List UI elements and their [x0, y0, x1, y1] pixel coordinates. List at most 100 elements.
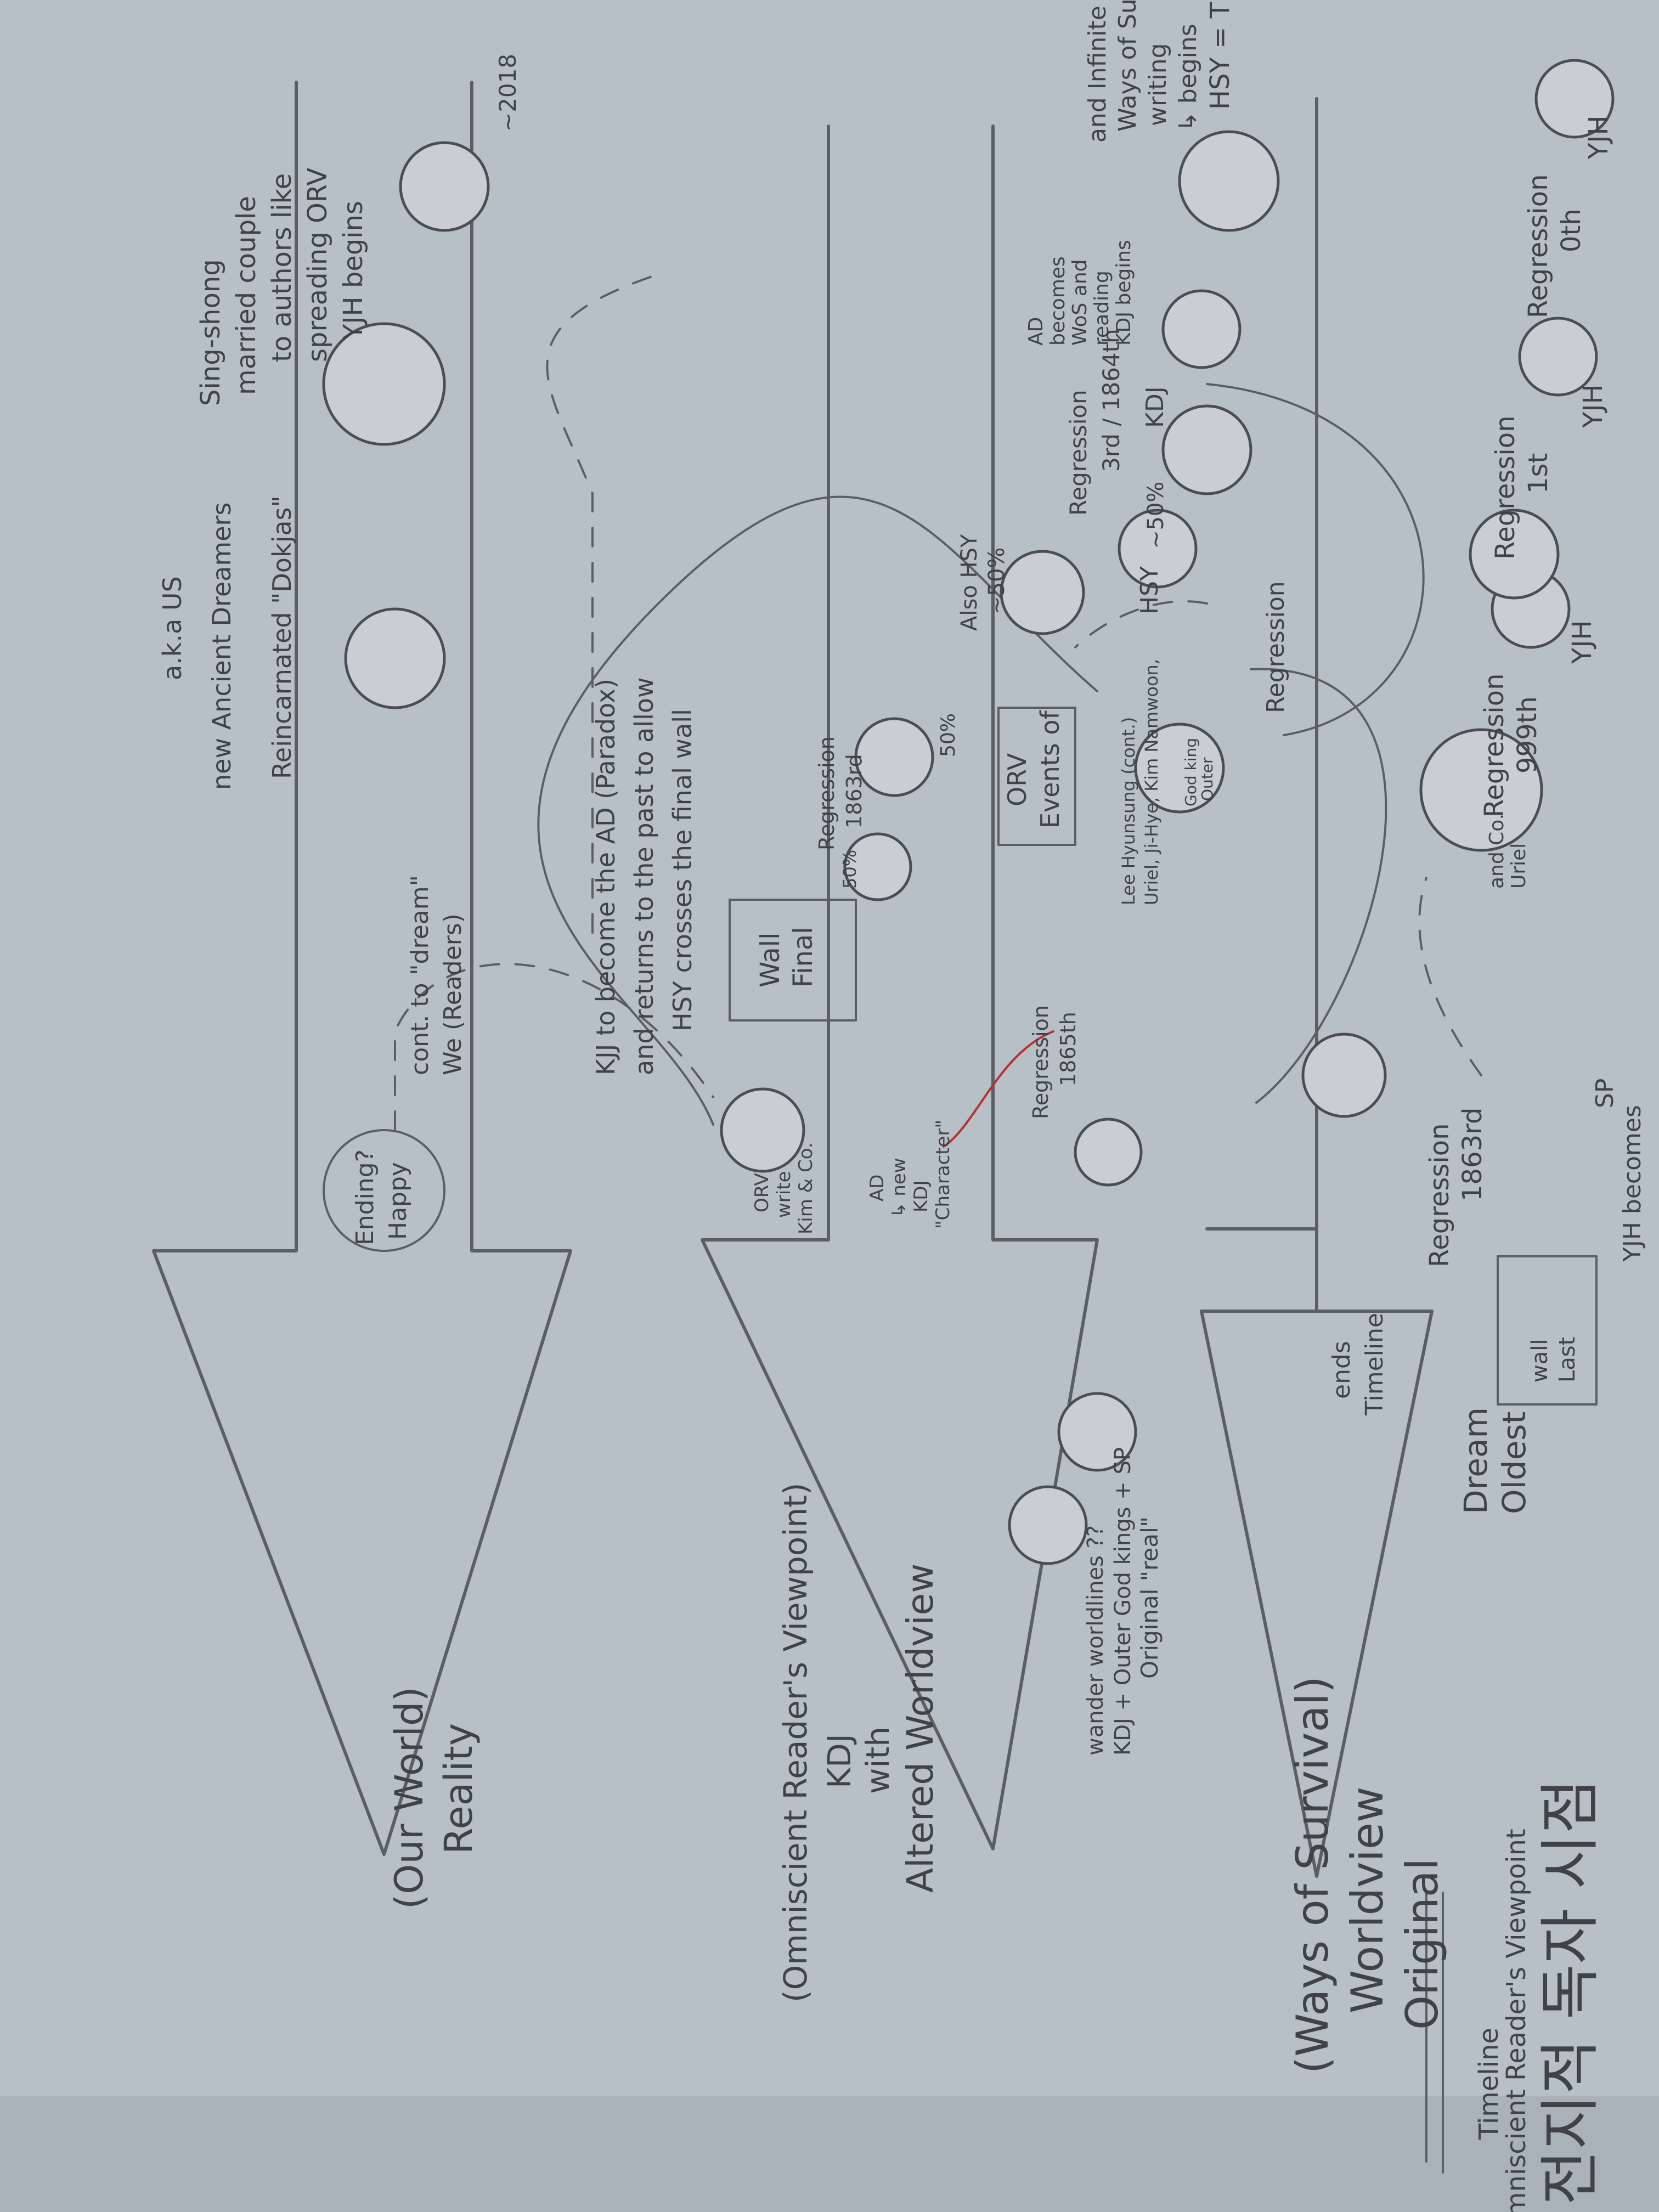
final-wall-box — [729, 899, 857, 1022]
lbl-reinc-2: a.k.a US — [157, 576, 187, 680]
wv-altered-3: (Omniscient Reader's Viewpoint) — [777, 1482, 814, 2002]
lbl-kimco-0: Kim & Co. — [795, 1142, 817, 1234]
title-english: Omniscient Reader's Viewpoint — [1501, 1829, 1532, 2212]
lbl-reg0-1: Regression — [1523, 174, 1554, 318]
lbl-lastwall-0: Last — [1555, 1337, 1580, 1383]
wv-original-1: Worldview — [1342, 1787, 1393, 2013]
lbl-reg1865-1: Regression — [1029, 1005, 1053, 1119]
face-reincarnated-2 — [344, 607, 446, 709]
reality-timeline-arrow — [152, 81, 572, 1856]
lbl-hsy-crosses-1: and returns to the past to allow — [629, 677, 659, 1075]
lbl-reg1863b-0: 1863rd — [842, 754, 866, 828]
lbl-hsy-begins-0: ↳ begins — [1174, 24, 1202, 132]
lbl-yjh-sp-0: YJH becomes — [1618, 1105, 1646, 1262]
lbl-tl-ends-1: ends — [1328, 1341, 1356, 1399]
lbl-yjh999: YJH — [1567, 620, 1598, 664]
lbl-lastwall-1: wall — [1527, 1339, 1553, 1383]
altered-timeline-arrow — [701, 125, 1099, 1850]
lbl-reg3rd-0: 3rd / 1864th — [1098, 329, 1125, 472]
lbl-events-1: ORV — [1002, 753, 1032, 806]
lbl-reg0-0: 0th — [1556, 208, 1587, 252]
paradox-dashed — [546, 273, 659, 934]
wv-altered-0: Altered Worldview — [899, 1564, 941, 1893]
red-arrow — [943, 1030, 1054, 1148]
title-subtitle: Timeline — [1474, 2028, 1504, 2140]
wv-oldest-0: Oldest — [1496, 1412, 1533, 1514]
lbl-we-1: cont. to "dream" — [406, 875, 434, 1075]
lbl-pct50: 50% — [937, 713, 960, 757]
dashed-to-uriel — [1418, 877, 1482, 1076]
lbl-finalwall-0: Final — [788, 927, 819, 988]
lbl-yjh0: YJH — [1583, 115, 1614, 160]
wv-altered-2: KDJ — [821, 1734, 858, 1788]
lbl-hsy-tls: HSY = TLS123 — [1205, 0, 1235, 110]
lbl-kimco-2: ORV — [751, 1173, 773, 1212]
lbl-reg1-1: Regression — [1490, 415, 1521, 560]
face-kdj-1865 — [1074, 1118, 1143, 1187]
lbl-reg3rd-1: Regression — [1065, 390, 1092, 516]
lbl-kdj-begins-0: KDJ begins — [1113, 240, 1135, 346]
loop-arrow-mid — [1206, 383, 1425, 736]
lbl-kimco-1: write — [773, 1171, 795, 1218]
lbl-reg1863b-1: Regression — [815, 736, 839, 850]
face-uriel — [1419, 728, 1543, 852]
lbl-regression: Regression — [1262, 581, 1290, 713]
lbl-happy-1: Ending? — [351, 1149, 379, 1245]
loop-arrow-left — [1250, 668, 1387, 1104]
lbl-spread-2: to authors like — [267, 173, 297, 362]
face-hsy-50 — [1000, 550, 1085, 635]
lbl-hsy-crosses-0: HSY crosses the final wall — [668, 709, 697, 1031]
lbl-kdj-begins-2: WoS and — [1069, 259, 1091, 346]
hsy-crossing-arrow — [537, 495, 1098, 1126]
face-1863-a — [854, 717, 934, 797]
lbl-reg1863-0: 1863rd — [1457, 1107, 1488, 1201]
lbl-uriel-0: Uriel — [1508, 843, 1530, 889]
lbl-kdj: KDJ — [1141, 386, 1169, 428]
wv-reality-1: (Our World) — [387, 1686, 432, 1909]
face-1863-b — [843, 832, 912, 901]
lbl-orig-real-0: Original "real" — [1136, 1516, 1163, 1679]
lbl-char-kdj-1: KDJ — [910, 1180, 932, 1212]
lbl-spread-1: spreading ORV — [302, 167, 333, 362]
face-hsy-top — [1469, 509, 1560, 600]
lbl-kdj-begins-1: reading — [1091, 270, 1113, 346]
lbl-reinc-0: Reincarnated "Dokjas" — [267, 495, 297, 779]
happy-dashed — [394, 963, 714, 1131]
wv-oldest-1: Dream — [1457, 1407, 1494, 1514]
lbl-uriel-list-1: Lee Hyunsung (cont.) — [1118, 717, 1139, 905]
paper-shadow — [0, 2096, 1659, 2212]
lbl-kdj-begins-4: AD — [1025, 317, 1047, 346]
face-kdj-begins — [1161, 289, 1242, 369]
lbl-yjh-sp-1: SP — [1591, 1079, 1619, 1108]
lbl-reg1863-1: Regression — [1424, 1123, 1455, 1267]
lbl-we-0: We (Readers) — [439, 913, 467, 1075]
face-hsy-mid — [1118, 509, 1198, 589]
lbl-spread-4: Sing-shong — [195, 259, 226, 406]
face-reincarnated-1 — [322, 322, 446, 446]
lbl-hsy: HSY — [1136, 566, 1164, 614]
lbl-hsy-pct-1: Also HSY — [957, 534, 982, 631]
face-hsy — [1178, 130, 1280, 232]
events-box — [997, 707, 1076, 846]
face-yjh-1 — [1518, 317, 1598, 397]
lbl-year: ~2018 — [494, 54, 521, 132]
lbl-char-kdj-2: ↳ new — [888, 1158, 910, 1218]
lbl-orig-real-1: KDJ + Outer God kings + SP — [1110, 1447, 1136, 1756]
wv-reality-0: Reality — [436, 1723, 481, 1854]
lbl-reg999-0: 999th — [1512, 696, 1543, 774]
wv-original-2: (Ways of Survival) — [1287, 1676, 1338, 2074]
lbl-hsy-begins-2: Ways of Survival — [1114, 0, 1142, 132]
lbl-outer-god-0: Outer — [1198, 757, 1216, 801]
happy-ending-circle — [323, 1129, 445, 1252]
wv-altered-1: with — [859, 1726, 896, 1794]
lbl-outer-god-1: God king — [1182, 738, 1200, 806]
lbl-finalwall-1: Wall — [755, 933, 786, 988]
face-yjh-0 — [1534, 59, 1615, 139]
lbl-char-kdj-3: AD — [866, 1175, 888, 1201]
wv-original-0: Original — [1397, 1858, 1448, 2030]
face-outer-god-king — [1008, 1485, 1088, 1565]
lbl-char-kdj-0: "Character" — [932, 1120, 954, 1229]
lbl-pct50b: 50% — [839, 850, 860, 889]
face-outer-god — [1134, 723, 1225, 814]
